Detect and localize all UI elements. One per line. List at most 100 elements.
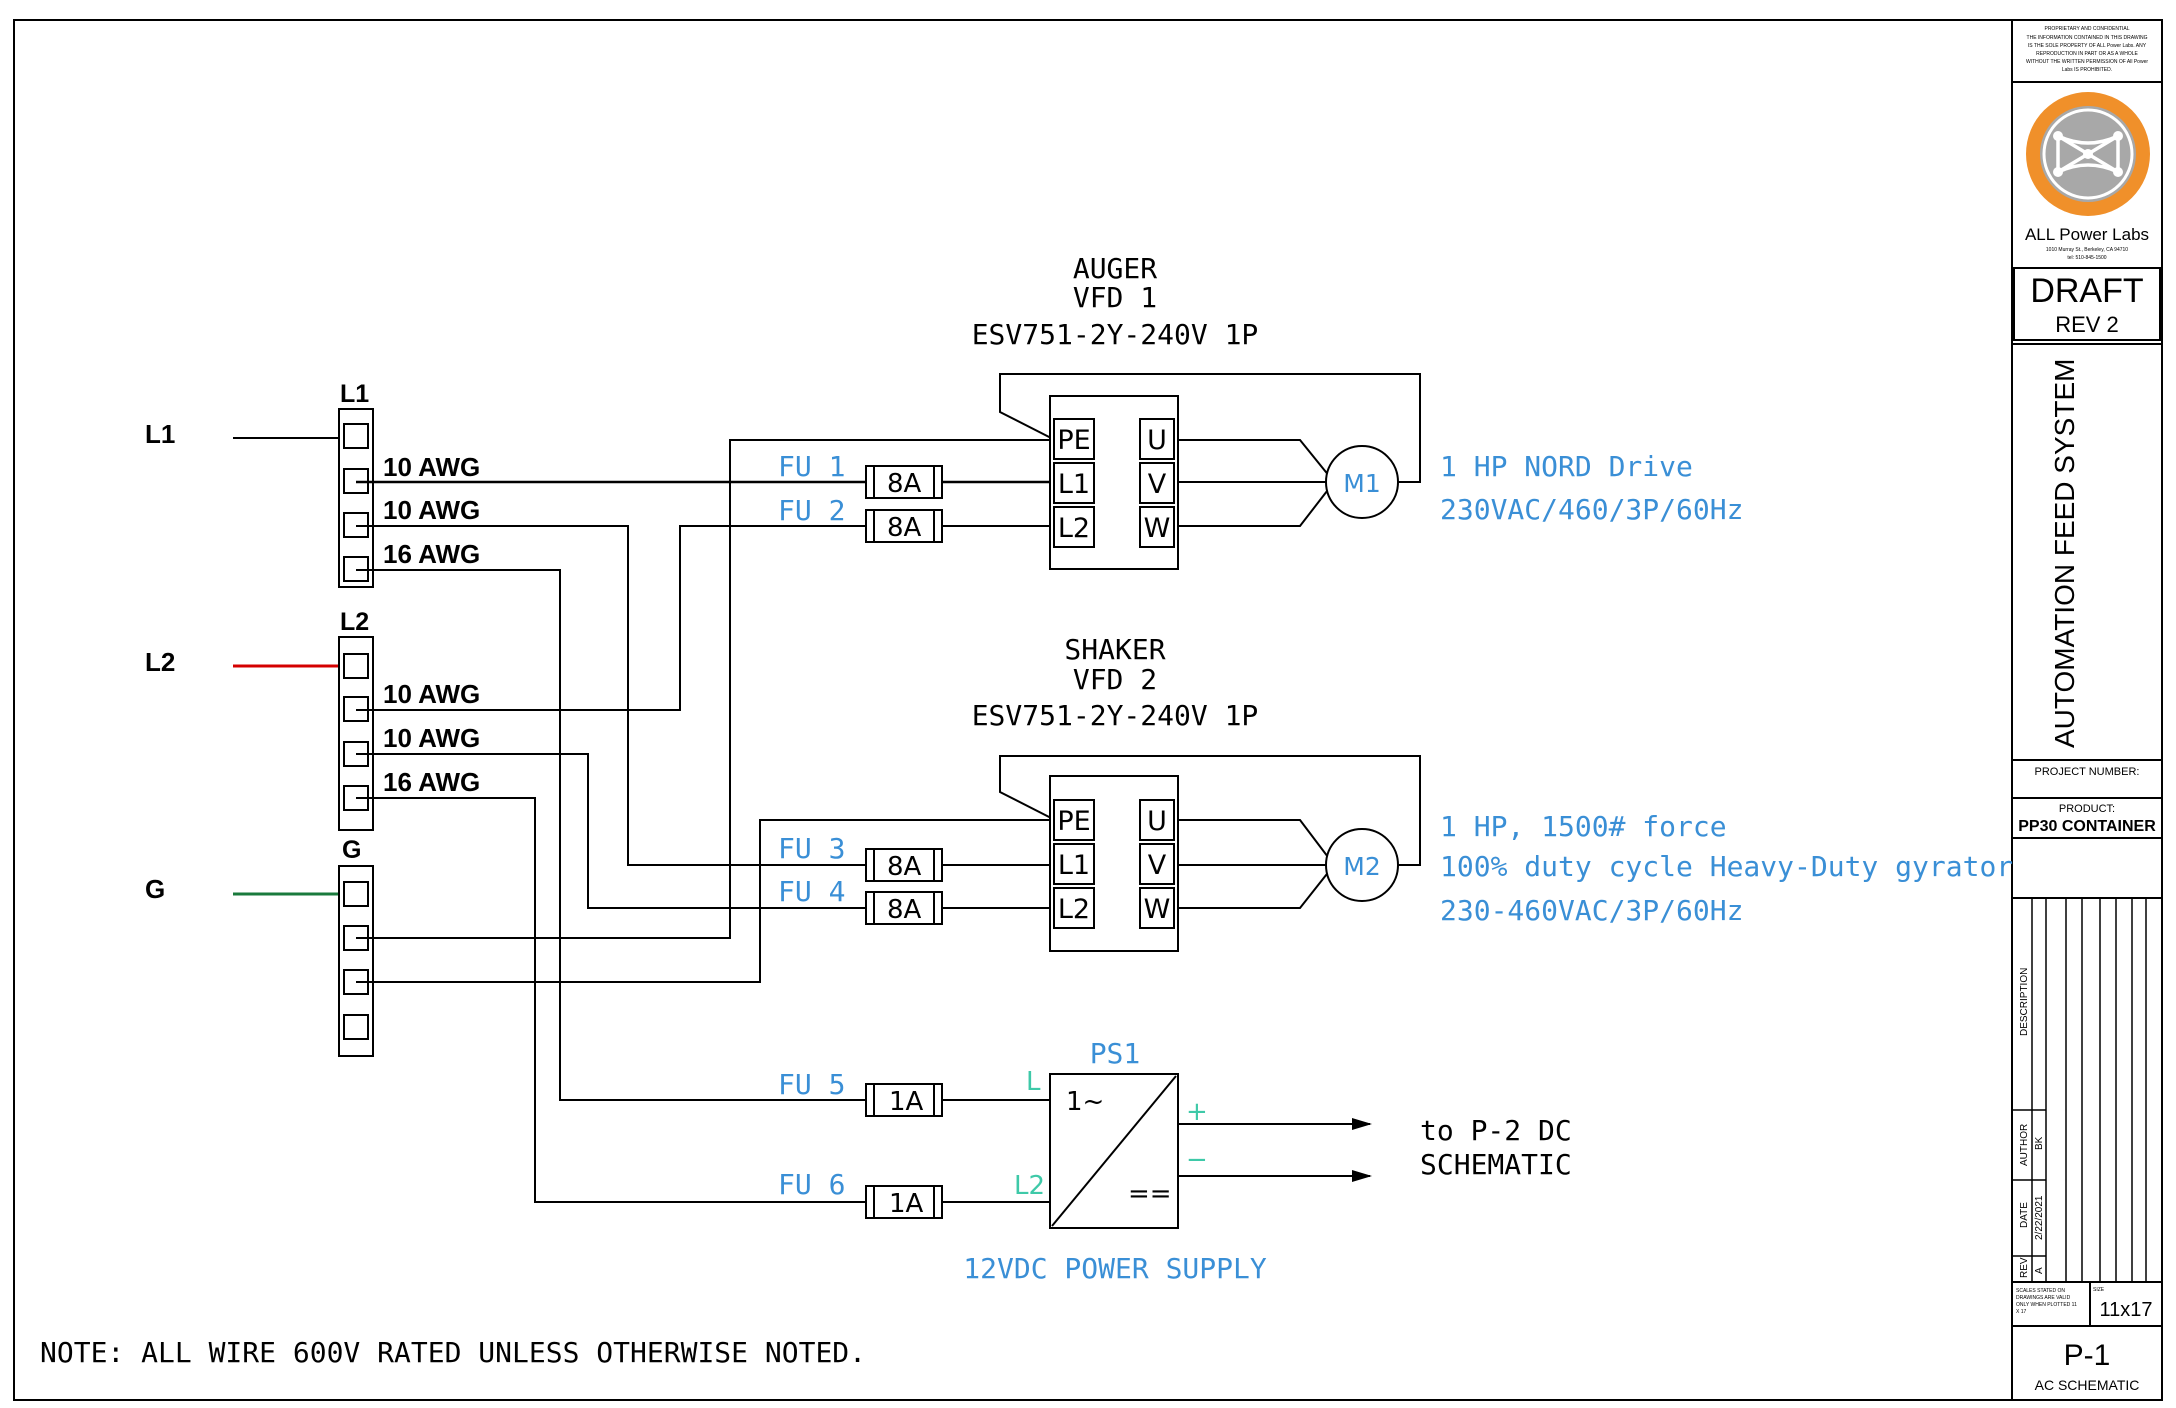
dc-target-line2: SCHEMATIC [1420, 1148, 1572, 1181]
rev-table-date: 2/22/2021 [2034, 1195, 2045, 1240]
product-name: PP30 CONTAINER [2018, 818, 2156, 835]
confidential-line: Labs IS PROHIBITED. [2062, 67, 2112, 73]
company-name: ALL Power Labs [2025, 225, 2149, 244]
fuse-fu3-label: FU 3 [778, 832, 845, 865]
motor-m1 [1325, 445, 1399, 519]
dc-target-line1: to P-2 DC [1420, 1114, 1572, 1147]
draft-stamp: DRAFT [2030, 272, 2143, 310]
vfd1-title-line1: AUGER [1073, 252, 1157, 285]
sheet-border [13, 19, 2163, 1401]
fuse-fu5-label: FU 5 [778, 1068, 845, 1101]
input-label-l1: L1 [145, 419, 175, 449]
fuse-fu4-label: FU 4 [778, 875, 845, 908]
scale-note-line: X 17 [2016, 1309, 2027, 1315]
power-supply-ps1: PS1 L L2 1~ == + − to P-2 DC SCHEMATIC 1… [963, 1037, 1571, 1285]
rev-table-rev: A [2034, 1267, 2045, 1274]
power-supply-plus: + [1186, 1097, 1208, 1127]
fuse-fu3 [865, 848, 943, 882]
vfd1-title-line2: VFD 1 [1073, 281, 1157, 314]
power-supply-input-l2: L2 [1014, 1171, 1045, 1201]
vfd2-pin-l1: L1 [1058, 850, 1090, 881]
motor-m2-desc-line2: 100% duty cycle Heavy-Duty gyrator [1440, 850, 2013, 883]
vfd2-pin-v: V [1148, 850, 1167, 881]
confidential-line: WITHOUT THE WRITTEN PERMISSION OF All Po… [2026, 59, 2148, 65]
fuse-fu6-label: FU 6 [778, 1168, 845, 1201]
title-block: PROPRIETARY AND CONFIDENTIAL THE INFORMA… [2012, 26, 2162, 1393]
wire-l2-fu6 [356, 797, 1055, 1203]
vfd2-pin-l2: L2 [1058, 894, 1090, 925]
fuse-fu2-rating: 8A [887, 513, 922, 543]
fuse-fu4-rating: 8A [887, 895, 922, 925]
wire-gauge-label: 10 AWG [383, 495, 480, 525]
rev-table-author-label: AUTHOR [2019, 1124, 2030, 1166]
fuses: FU 1 8A FU 2 8A FU 3 8A FU 4 8A FU 5 1A … [778, 450, 943, 1219]
vfd2-title-line3: ESV751-2Y-240V 1P [972, 699, 1259, 732]
terminal-block-l2-label: L2 [340, 608, 369, 636]
wire-gauge-label: 10 AWG [383, 723, 480, 753]
fuse-fu2-label: FU 2 [778, 494, 845, 527]
motor-m1-desc-line2: 230VAC/460/3P/60Hz [1440, 493, 1743, 526]
wire-gauge-label: 16 AWG [383, 767, 480, 797]
terminal-block-l1: L1 10 AWG 10 AWG 16 AWG [338, 380, 480, 588]
vfd2-pin-pe: PE [1057, 806, 1090, 837]
confidential-line: THE INFORMATION CONTAINED IN THIS DRAWIN… [2027, 35, 2148, 41]
wire-g-pe1 [356, 439, 1055, 939]
wire-l2-fu4 [356, 753, 1055, 909]
motor-m2-label: M2 [1343, 852, 1380, 881]
motor-m1-desc-line1: 1 HP NORD Drive [1440, 450, 1693, 483]
revision-label: REV 2 [2055, 312, 2119, 337]
fuse-fu2 [865, 509, 943, 543]
terminal-block-g-label: G [342, 836, 361, 864]
revision-table: DESCRIPTION AUTHOR BK DATE 2/22/2021 REV… [2012, 898, 2147, 1282]
fuse-fu6 [865, 1185, 943, 1219]
company-phone: tel: 510-845-1500 [2067, 255, 2106, 261]
vfd1-pin-l2: L2 [1058, 513, 1090, 544]
rev-table-description-label: DESCRIPTION [2019, 968, 2030, 1036]
rev-table-date-label: DATE [2019, 1202, 2030, 1228]
power-supply-ac-symbol: 1~ [1066, 1087, 1104, 1117]
vfd1-pe-loop [999, 373, 1421, 483]
fuse-fu1-rating: 8A [887, 469, 922, 499]
scale-note-line: SCALES STATED ON [2016, 1288, 2065, 1294]
fuse-fu3-rating: 8A [887, 852, 922, 882]
incoming-supply: L1 L2 G [145, 419, 356, 904]
fuse-fu6-rating: 1A [889, 1189, 924, 1219]
fuse-fu5 [865, 1083, 943, 1117]
rev-table-author: BK [2034, 1136, 2045, 1150]
size-label: SIZE [2093, 1287, 2105, 1293]
vfd1-pin-w: W [1144, 513, 1171, 544]
confidential-line: PROPRIETARY AND CONFIDENTIAL [2044, 26, 2129, 32]
power-supply-input-l: L [1026, 1067, 1041, 1097]
wire-gauge-label: 10 AWG [383, 452, 480, 482]
scale-note-line: ONLY WHEN PLOTTED 11 [2016, 1302, 2077, 1308]
terminal-block-g: G [338, 836, 374, 1057]
vfd2-title-line1: SHAKER [1064, 633, 1165, 666]
wire-gauge-label: 16 AWG [383, 539, 480, 569]
power-supply-minus: − [1186, 1145, 1208, 1175]
project-number-label: PROJECT NUMBER: [2035, 766, 2140, 778]
power-supply-name: PS1 [1090, 1037, 1141, 1070]
wire-gauge-label: 10 AWG [383, 679, 480, 709]
terminal-block-l2: L2 10 AWG 10 AWG 16 AWG [338, 608, 480, 831]
terminal-block-l1-label: L1 [340, 380, 369, 408]
vfd1-pin-v: V [1148, 469, 1167, 500]
sheet-title: AC SCHEMATIC [2035, 1377, 2140, 1393]
wiring-note: NOTE: ALL WIRE 600V RATED UNLESS OTHERWI… [40, 1336, 866, 1369]
vfd1-pin-u: U [1147, 425, 1167, 456]
system-title: AUTOMATION FEED SYSTEM [2049, 359, 2080, 748]
wire-l1-fu3 [356, 525, 1055, 866]
fuse-fu4 [865, 891, 943, 925]
confidential-line: REPRODUCTION IN PART OR AS A WHOLE [2036, 51, 2138, 57]
rev-table-rev-label: REV [2019, 1257, 2030, 1278]
confidential-line: IS THE SOLE PROPERTY OF ALL Power Labs. … [2028, 43, 2147, 49]
wire-l1-fu5 [356, 569, 1055, 1101]
vfd1-pin-l1: L1 [1058, 469, 1090, 500]
vfd2-pin-w: W [1144, 894, 1171, 925]
input-label-l2: L2 [145, 647, 175, 677]
company-logo [2026, 92, 2150, 216]
power-supply-dc-symbol: == [1128, 1179, 1172, 1209]
vfd2: SHAKER VFD 2 ESV751-2Y-240V 1P PE L1 L2 … [972, 633, 2013, 952]
vfd2-pe-loop [999, 755, 1421, 866]
